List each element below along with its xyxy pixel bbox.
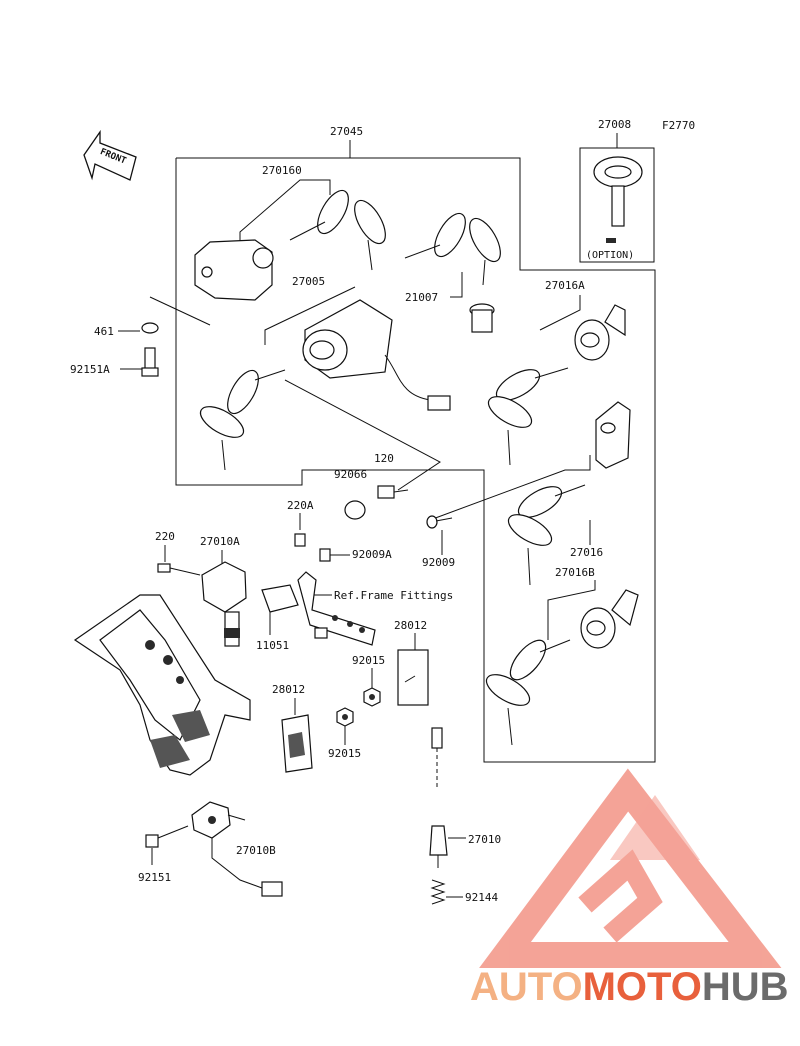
set-27045-outline <box>175 157 656 763</box>
part-270160: 270160 <box>262 164 302 177</box>
watermark-logo-mark <box>479 768 782 968</box>
keys-27005 <box>199 369 286 471</box>
nut-92015-b <box>336 707 354 727</box>
part-27010B: 27010B <box>236 844 276 857</box>
frame-bracket <box>297 571 376 646</box>
part-27016A: 27016A <box>545 279 585 292</box>
lock-27016 <box>595 401 631 469</box>
screw-92009A <box>319 548 331 562</box>
key-option <box>593 156 643 243</box>
cap-21007 <box>469 303 495 333</box>
cap-120 <box>344 500 366 520</box>
bolt-92151 <box>145 825 189 848</box>
watermark-part3: HUB <box>702 965 789 1009</box>
option-label: (OPTION) <box>586 250 634 261</box>
part-92015-b: 92015 <box>328 747 361 760</box>
part-92151: 92151 <box>138 871 171 884</box>
switch-27010A <box>201 561 247 647</box>
bolt-220 <box>157 563 171 573</box>
keys-27016A <box>487 367 569 466</box>
part-27016: 27016 <box>570 546 603 559</box>
switch-27010B <box>191 801 283 897</box>
part-220: 220 <box>155 530 175 543</box>
screw-92009 <box>426 515 453 529</box>
pad-28012-b <box>281 714 313 773</box>
ref-frame-label: Ref.Frame Fittings <box>334 589 453 602</box>
part-92009A: 92009A <box>352 548 392 561</box>
bolt-92151A <box>141 347 159 377</box>
bracket-270160 <box>194 239 274 301</box>
svg-text:AUTOMOTOHUB: AUTOMOTOHUB <box>470 965 789 1009</box>
keys-21007 <box>404 212 501 286</box>
figure-code: F2770 <box>662 119 695 132</box>
bracket-11051 <box>261 584 299 613</box>
switch-27010 <box>429 727 448 868</box>
part-120: 120 <box>374 452 394 465</box>
part-92144: 92144 <box>465 891 498 904</box>
front-arrow: FRONT <box>83 129 137 181</box>
lock-27005 <box>302 299 451 411</box>
part-11051: 11051 <box>256 639 289 652</box>
keys-270160 <box>289 189 386 271</box>
part-27045: 27045 <box>330 125 363 138</box>
part-92009: 92009 <box>422 556 455 569</box>
part-21007: 21007 <box>405 291 438 304</box>
part-27010: 27010 <box>468 833 501 846</box>
watermark-text: AUTOMOTOHUB <box>470 965 789 1009</box>
washer-461 <box>141 322 159 334</box>
nut-92015-a <box>363 687 381 707</box>
part-27008: 27008 <box>598 118 631 131</box>
part-27005: 27005 <box>292 275 325 288</box>
part-461: 461 <box>94 325 114 338</box>
bolt-220A <box>294 533 306 547</box>
watermark-part2: MOTO <box>583 965 702 1009</box>
keys-27016 <box>507 484 586 586</box>
part-220A: 220A <box>287 499 314 512</box>
part-27016B: 27016B <box>555 566 595 579</box>
part-28012-b: 28012 <box>272 683 305 696</box>
pad-28012-a <box>397 649 429 706</box>
lock-27016A <box>574 304 626 361</box>
frame-body <box>73 594 251 776</box>
part-92015-a: 92015 <box>352 654 385 667</box>
part-28012-a: 28012 <box>394 619 427 632</box>
part-92151A: 92151A <box>70 363 110 376</box>
screw-92066 <box>377 485 409 499</box>
part-27010A: 27010A <box>200 535 240 548</box>
spring-92144 <box>430 879 446 905</box>
lock-27016B <box>580 589 639 649</box>
part-92066: 92066 <box>334 468 367 481</box>
watermark-part1: AUTO <box>470 965 583 1009</box>
keys-27016B <box>485 639 571 746</box>
